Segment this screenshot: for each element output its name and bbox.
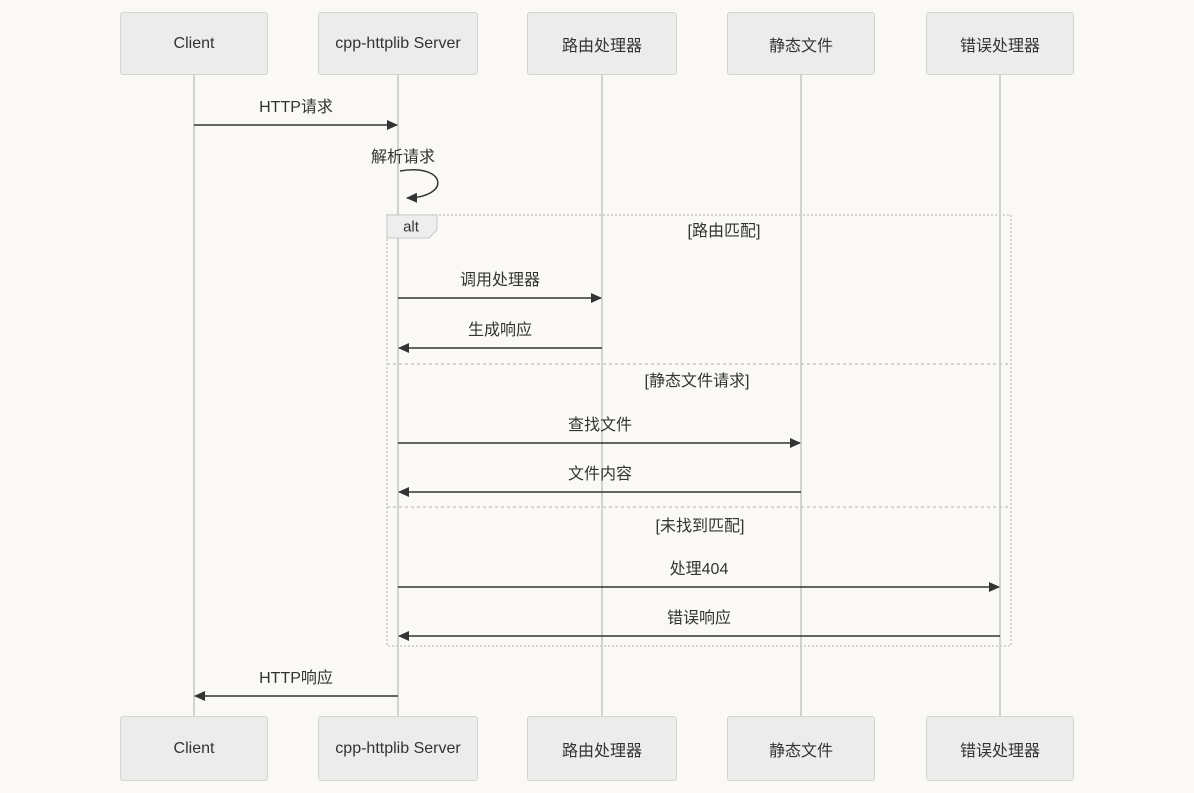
alt-frame-border [386,214,1012,647]
actor-client-bottom: Client [120,716,268,781]
actor-client-top: Client [120,12,268,75]
actor-static-files-top: 静态文件 [727,12,875,75]
message-label-find-file: 查找文件 [567,417,633,434]
actor-static-files-bottom: 静态文件 [727,716,875,781]
alt-operator-tab [386,214,438,239]
actor-error-handler-bottom: 错误处理器 [926,716,1074,781]
actor-server-bottom: cpp-httplib Server [318,716,478,781]
alt-condition-route-match: [路由匹配] [687,223,761,240]
message-label-error-response: 错误响应 [666,610,732,627]
message-label-file-content: 文件内容 [567,466,633,483]
alt-condition-no-match: [未找到匹配] [655,518,745,535]
actor-error-handler-top: 错误处理器 [926,12,1074,75]
message-label-parse-request: 解析请求 [370,149,436,166]
message-label-http-response: HTTP响应 [259,670,333,687]
actor-route-handler-top: 路由处理器 [527,12,677,75]
alt-condition-static-file-request: [静态文件请求] [644,373,750,390]
message-label-call-handler: 调用处理器 [459,272,541,289]
message-label-handle-404: 处理404 [669,561,729,578]
message-label-http-request: HTTP请求 [259,99,333,116]
message-label-generate-response: 生成响应 [467,322,533,339]
actor-route-handler-bottom: 路由处理器 [527,716,677,781]
alt-operator-label: alt [403,218,419,236]
actor-server-top: cpp-httplib Server [318,12,478,75]
arrow-parse-request-self-loop [399,169,439,203]
